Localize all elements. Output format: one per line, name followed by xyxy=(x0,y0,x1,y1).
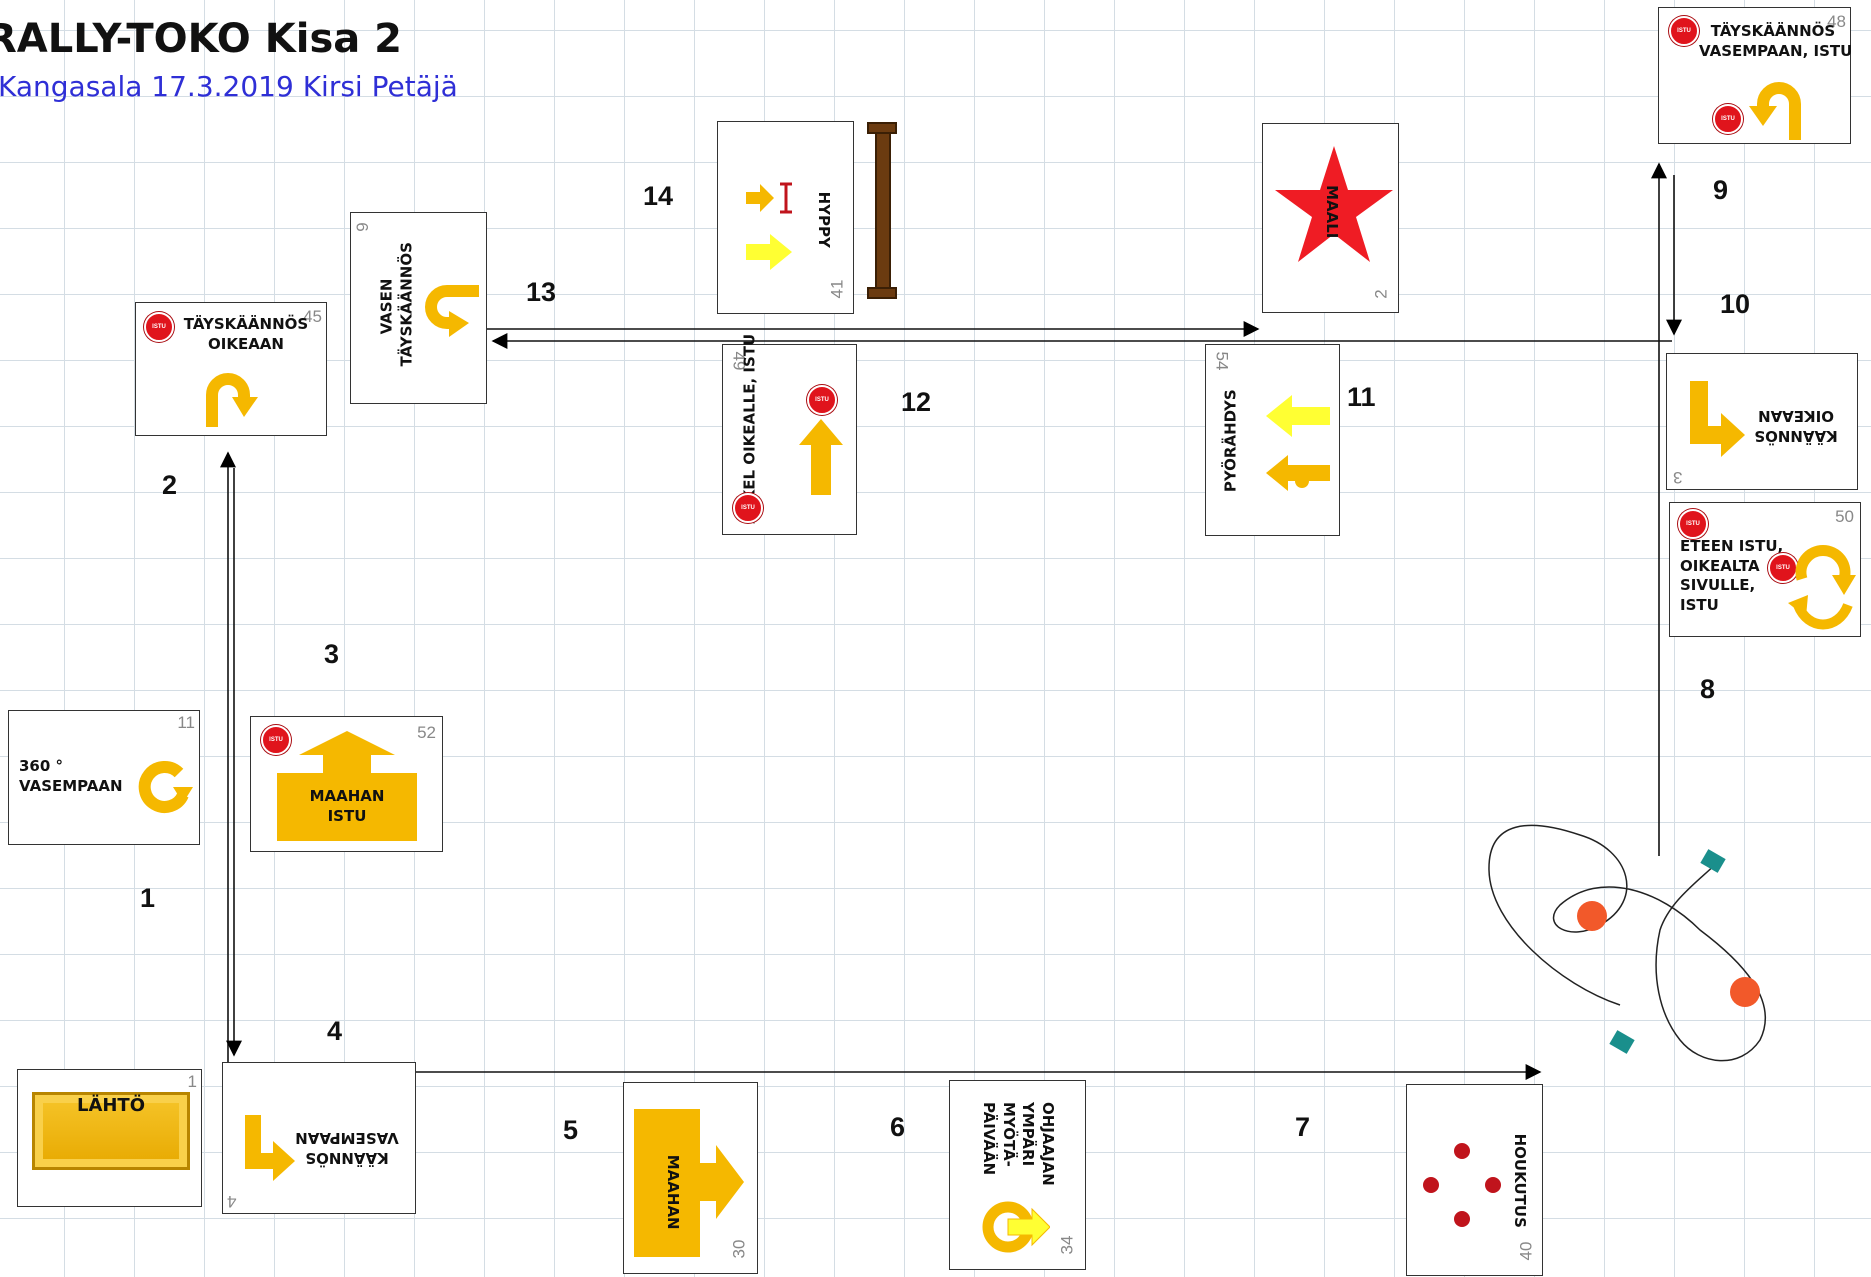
spin-arrow-icon xyxy=(1266,451,1330,495)
left-arrow-icon xyxy=(1266,395,1330,437)
right-arrow-icon xyxy=(746,234,792,270)
circle-arrow-icon xyxy=(978,1193,1050,1257)
station-number-10: 10 xyxy=(1720,289,1750,320)
sign-label: HOUKUTUS xyxy=(1509,1121,1529,1241)
sign-number: 34 xyxy=(1058,1236,1078,1255)
turn-arrow-icon xyxy=(1677,381,1745,461)
sign-number: 3 xyxy=(1673,467,1682,487)
sign-hyppy: HYPPY 41 xyxy=(717,121,854,314)
sign-360-vasempaan: 11 360 °VASEMPAAN xyxy=(8,710,200,845)
stop-icon: ISTU xyxy=(1678,509,1708,539)
sign-number: 2 xyxy=(1371,289,1391,298)
station-number-3: 3 xyxy=(324,639,339,670)
station-number-14: 14 xyxy=(643,181,673,212)
sign-label: PYÖRÄHDYS xyxy=(1221,386,1241,496)
stop-icon: ISTU xyxy=(144,312,174,342)
bowl-1 xyxy=(1700,849,1725,873)
start-button-label: LÄHTÖ xyxy=(32,1092,190,1170)
sign-label: HYPPY xyxy=(813,185,833,255)
sign-number: 30 xyxy=(730,1240,750,1259)
cone-2 xyxy=(1730,977,1760,1007)
sign-lahto: 1 LÄHTÖ xyxy=(17,1069,202,1207)
right-arrow-icon xyxy=(698,1145,744,1219)
sign-maahan: MAAHAN 30 xyxy=(623,1082,758,1274)
circular-arrows-icon xyxy=(1788,539,1858,631)
station-number-9: 9 xyxy=(1713,175,1728,206)
station-number-5: 5 xyxy=(563,1115,578,1146)
sign-number: 4 xyxy=(227,1191,236,1211)
u-turn-arrow-icon xyxy=(1743,74,1809,140)
turn-arrow-icon xyxy=(231,1115,295,1187)
sign-label: MAALI xyxy=(1321,182,1341,242)
sign-number: 11 xyxy=(177,713,195,733)
sign-number: 6 xyxy=(352,222,372,231)
station-number-12: 12 xyxy=(901,387,931,418)
circle-arrow-icon xyxy=(137,759,195,815)
stop-icon: ISTU xyxy=(807,385,837,415)
sign-maali: MAALI 2 xyxy=(1262,123,1399,313)
stop-icon: ISTU xyxy=(1713,104,1743,134)
cone-1 xyxy=(1577,901,1607,931)
station-number-4: 4 xyxy=(327,1016,342,1047)
station-number-11: 11 xyxy=(1347,382,1376,413)
u-turn-arrow-icon xyxy=(198,367,262,429)
sign-askel-oikealle: 49 ASKEL OIKEALLE, ISTU ISTU ISTU xyxy=(722,344,857,535)
sign-number: 1 xyxy=(188,1072,197,1092)
sign-houkutus: HOUKUTUS 40 xyxy=(1406,1084,1543,1276)
sign-number: 52 xyxy=(417,723,436,743)
sign-number: 54 xyxy=(1211,352,1231,371)
up-arrow-icon xyxy=(799,419,843,495)
sign-label: 360 °VASEMPAAN xyxy=(19,757,123,796)
station-number-2: 2 xyxy=(162,470,177,501)
sign-pyorahdys: 54 PYÖRÄHDYS xyxy=(1205,344,1340,536)
treats-icon xyxy=(1417,1135,1507,1235)
bowl-2 xyxy=(1609,1030,1634,1054)
sign-number: 50 xyxy=(1835,507,1854,527)
station-number-1: 1 xyxy=(140,883,155,914)
station-number-8: 8 xyxy=(1700,674,1715,705)
sign-number: 40 xyxy=(1517,1242,1537,1261)
station-number-6: 6 xyxy=(890,1112,905,1143)
hurdle xyxy=(868,123,896,298)
station-number-7: 7 xyxy=(1295,1112,1310,1143)
u-turn-arrow-icon xyxy=(419,275,481,339)
sign-number: 41 xyxy=(828,280,848,299)
jump-hurdle-icon xyxy=(746,180,796,216)
station-number-13: 13 xyxy=(526,277,556,308)
stop-icon: ISTU xyxy=(733,493,763,523)
sign-label: MAAHAN xyxy=(662,1155,682,1215)
stop-icon: ISTU xyxy=(1669,16,1699,46)
